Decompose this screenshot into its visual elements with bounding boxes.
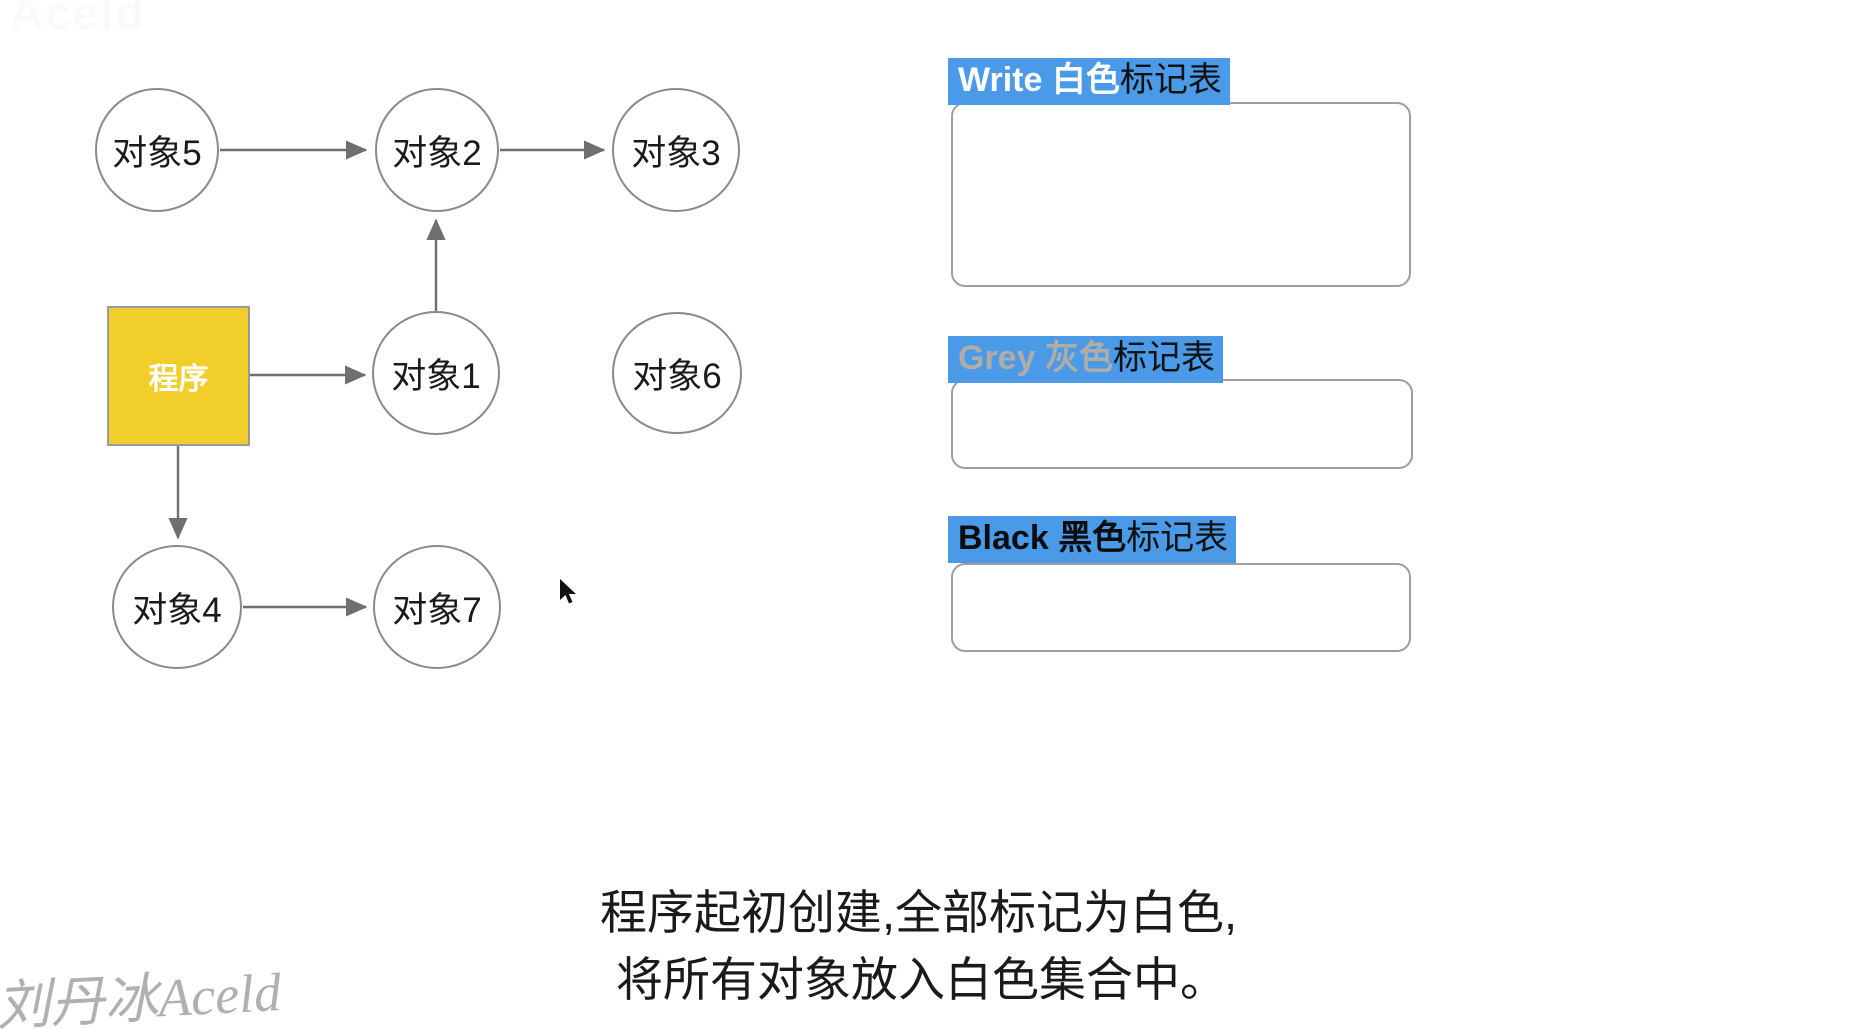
grey-mark-table-box[interactable] [951,379,1413,469]
watermark-bottom: 刘丹冰Aceld [0,962,283,1029]
graph-node-label: 对象3 [631,133,721,173]
graph-node-label: 对象4 [132,590,222,630]
grey-mark-table-label: Grey 灰色标记表 [948,336,1223,384]
black-mark-table-label: Black 黑色标记表 [948,516,1237,564]
grey-label-rest-cn: 标记表 [1112,339,1215,377]
write-mark-table-label: Write 白色标记表 [948,58,1230,106]
write-label-rest-cn: 标记表 [1119,61,1222,99]
watermark-top: Aceld [10,0,146,39]
program-box-label: 程序 [148,363,209,396]
graph-node-label: 对象7 [392,590,482,630]
caption-line-2: 将所有对象放入白色集合中。 [616,952,1227,1006]
write-label-color-cn: 白色 [1051,61,1120,99]
grey-label-en: Grey [958,339,1036,377]
caption-line-1: 程序起初创建,全部标记为白色, [600,886,1238,939]
graph-node-label: 对象5 [112,133,202,173]
graph-node-label: 对象1 [391,356,481,396]
graph-node-obj1[interactable]: 对象1 [372,311,500,435]
graph-node-obj5[interactable]: 对象5 [95,88,219,212]
mouse-pointer-icon [560,579,576,604]
black-label-rest-cn: 标记表 [1126,519,1229,557]
caption: 程序起初创建,全部标记为白色, 将所有对象放入白色集合中。 [600,880,1237,1013]
graph-node-obj6[interactable]: 对象6 [612,312,742,434]
graph-node-label: 对象6 [632,356,722,396]
black-mark-table-box[interactable] [951,563,1411,652]
graph-node-obj3[interactable]: 对象3 [612,88,740,212]
black-label-color-cn: 黑色 [1058,519,1127,557]
graph-node-obj4[interactable]: 对象4 [112,545,242,669]
graph-node-obj7[interactable]: 对象7 [373,545,501,669]
write-label-en: Write [958,61,1043,99]
write-mark-table-box[interactable] [951,102,1411,287]
graph-node-label: 对象2 [392,133,482,173]
graph-node-obj2[interactable]: 对象2 [375,88,499,212]
black-label-en: Black [958,519,1049,557]
program-box[interactable]: 程序 [107,306,250,446]
grey-label-color-cn: 灰色 [1044,339,1113,377]
